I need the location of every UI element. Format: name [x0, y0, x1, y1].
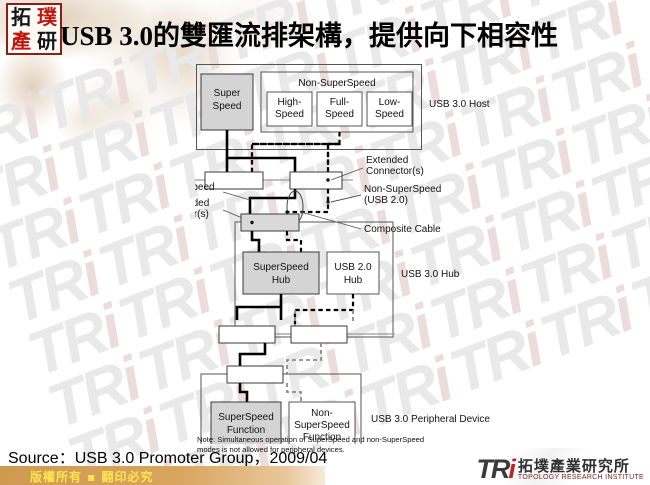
hub-usb20-l2: Hub	[344, 275, 363, 286]
footer-brand-mark: TRi	[476, 454, 515, 484]
device-nonss-fn-l2: SuperSpeed	[294, 420, 350, 431]
host-high-speed-l2: Speed	[275, 109, 304, 120]
note-line-2: modes is not allowed for peripheral devi…	[197, 445, 345, 454]
host-high-speed-l1: High-	[278, 97, 302, 108]
watermark-mark: TRi	[491, 171, 601, 269]
host-side-label: USB 3.0 Host	[429, 99, 490, 110]
slide-title: USB 3.0的雙匯流排架構，提供向下相容性	[60, 21, 559, 51]
device-side-label: USB 3.0 Peripheral Device	[371, 414, 490, 425]
watermark-mark: TRi	[38, 345, 149, 443]
watermark-mark: TRi	[49, 101, 159, 199]
hub-side-label: USB 3.0 Hub	[401, 269, 460, 280]
host-full-speed-l2: Speed	[325, 109, 354, 120]
watermark-mark: TRi	[0, 135, 69, 233]
host-full-speed-l1: Full-	[330, 97, 349, 108]
host-superspeed-label-l1: Super	[214, 88, 241, 99]
logo-char-2: 璞	[34, 5, 60, 29]
logo-char-1: 拓	[8, 5, 34, 29]
device-nonss-fn-l3: Function	[303, 432, 341, 443]
watermark-mark: TRi	[0, 188, 89, 286]
hub-superspeed-l2: Hub	[272, 275, 291, 286]
watermark-mark: TRi	[511, 223, 621, 321]
host-nonsuperspeed-group-label: Non-SuperSpeed	[298, 78, 375, 89]
device-superspeed-fn-l1: SuperSpeed	[218, 412, 274, 423]
callout-non-superspeed-l1: Non-SuperSpeed	[364, 184, 441, 195]
footer-logo: TRi 拓墣產業研究所 TOPOLOGY RESEARCH INSTITUTE	[476, 454, 644, 484]
tri-logo: 拓 璞 產 研	[6, 3, 62, 55]
callout-extended-connectors-right-l1: Extended	[366, 155, 408, 166]
watermark-mark: TRi	[89, 205, 199, 303]
watermark-mark: TRi	[18, 292, 129, 390]
footer-brand-cn: 拓墣產業研究所	[517, 457, 630, 475]
host-superspeed-label-l2: Speed	[213, 101, 242, 112]
diagram-svg: .bx{fill:#ffffff;stroke:#555;stroke-widt…	[195, 64, 490, 444]
watermark-mark: TRi	[29, 48, 139, 146]
device-nonss-fn-l1: Non-	[311, 408, 333, 419]
note-line-1: Note: Simultaneous operation of SuperSpe…	[197, 435, 424, 444]
watermark-mark: TRi	[531, 276, 641, 374]
callout-non-superspeed-l2: (USB 2.0)	[364, 195, 408, 206]
watermark-mark: TRi	[581, 141, 650, 234]
watermark-mark: TRi	[0, 83, 49, 181]
watermark-mark: TRi	[621, 246, 650, 339]
callout-extended-connectors-right-l2: Connector(s)	[366, 166, 424, 177]
callout-extended-connectors-left-l1: Extended	[195, 198, 209, 209]
watermark-mark: TRi	[69, 153, 179, 251]
footer-bar	[0, 466, 325, 485]
callout-composite-cable: Composite Cable	[364, 224, 441, 235]
usb3-architecture-diagram: .bx{fill:#ffffff;stroke:#555;stroke-widt…	[195, 62, 505, 454]
device-superspeed-fn-l2: Function	[227, 425, 265, 436]
host-low-speed-l1: Low-	[379, 97, 401, 108]
watermark-mark: TRi	[561, 84, 650, 182]
watermark-mark: TRi	[501, 0, 610, 25]
watermark-mark: TRi	[601, 194, 650, 287]
watermark-mark: TRi	[0, 240, 109, 338]
watermark-mark: TRi	[391, 0, 499, 7]
callout-extended-connectors-left-l2: Connector(s)	[195, 209, 209, 220]
footer-copyright: 版權所有 ▪ 翻印必究	[30, 470, 154, 484]
hub-usb20-l1: USB 2.0	[334, 262, 372, 273]
callout-superspeed-left: SuperSpeed	[195, 182, 215, 193]
diagram-note: Note: Simultaneous operation of SuperSpe…	[197, 435, 424, 454]
logo-char-4: 研	[34, 29, 60, 53]
hub-superspeed-l1: SuperSpeed	[253, 262, 309, 273]
source-caption: Source：USB 3.0 Promoter Group，2009/04	[8, 450, 328, 467]
footer-brand-en: TOPOLOGY RESEARCH INSTITUTE	[517, 474, 644, 481]
logo-char-3: 產	[8, 29, 34, 53]
host-low-speed-l2: Speed	[375, 109, 404, 120]
